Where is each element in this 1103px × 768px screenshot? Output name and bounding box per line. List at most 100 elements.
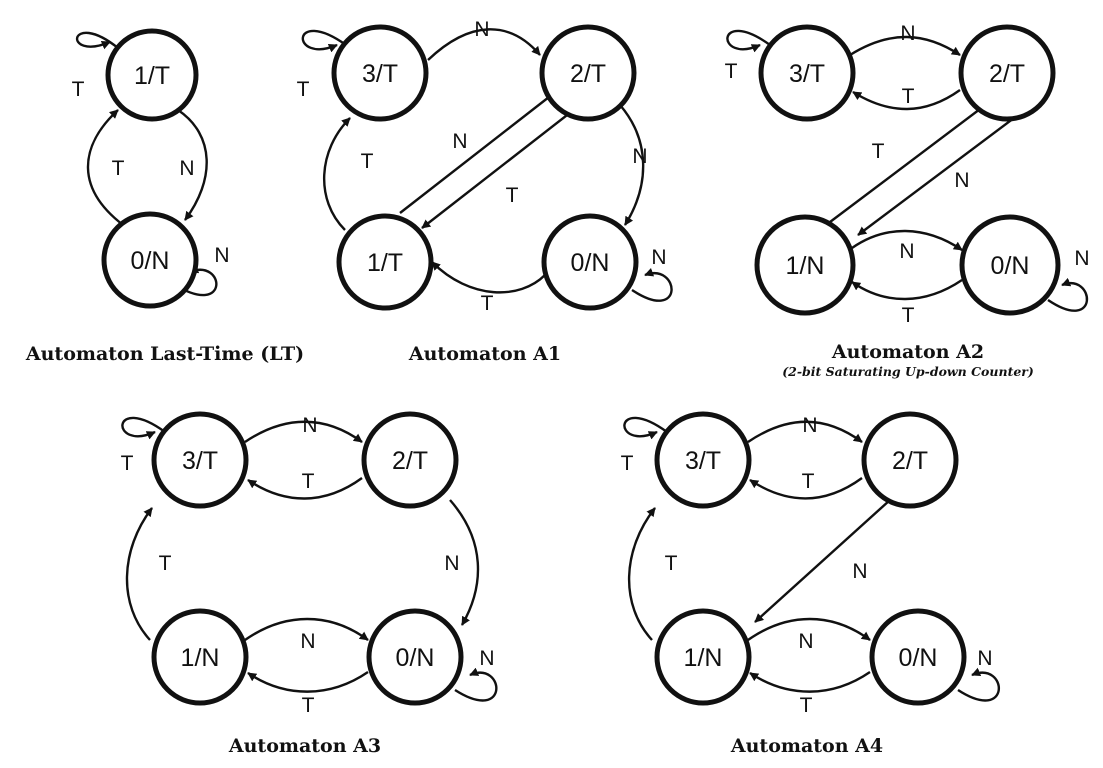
label-a1-3t-2t: N (474, 18, 489, 41)
edge-a4-0n-to-1n (749, 671, 871, 693)
edge-a4-1n-to-0n (747, 617, 871, 641)
label-a2-2t-1n: N (954, 169, 969, 192)
self-loop-lt-1t (76, 31, 119, 50)
label-a4-loop-0n: N (977, 647, 992, 670)
self-loop-a1-3t (301, 29, 347, 53)
label-a4-2t-1n: N (852, 560, 867, 583)
edge-a1-1t-to-2t (399, 89, 559, 214)
state-a4-1n: 1/N (654, 608, 752, 706)
self-loop-a3-3t (121, 416, 166, 440)
state-lt-0n: 0/N (101, 211, 199, 309)
edge-a1-1t-to-3t (323, 117, 351, 231)
automaton-a3: T N T N T N T N 3/T 2/T 1/N 0/N (121, 411, 498, 757)
edge-a4-1n-to-3t (627, 507, 656, 641)
transitions-a1 (301, 28, 673, 302)
transitions-a4 (623, 416, 1001, 702)
state-label: 1/N (181, 644, 220, 672)
self-loop-a4-0n (957, 667, 1001, 702)
edge-a1-0n-to-1t (431, 261, 546, 294)
edge-a4-2t-to-3t (749, 477, 863, 500)
state-a1-3t: 3/T (331, 24, 429, 122)
label-a3-loop-0n: N (479, 647, 494, 670)
label-a3-1n-0n: N (300, 630, 315, 653)
label-a2-1n-0n: N (899, 240, 914, 263)
state-a2-3t: 3/T (758, 24, 856, 122)
edge-a1-3t-to-2t (427, 28, 541, 61)
automaton-title: Automaton A1 (408, 343, 561, 365)
edge-a3-2t-to-0n (449, 499, 480, 626)
automaton-a2: T N T N T N T N 3/T 2/T 1/N 0/N (725, 22, 1090, 379)
state-label: 2/T (570, 60, 606, 88)
label-a4-1n-0n: N (798, 630, 813, 653)
state-label: 3/T (685, 447, 721, 475)
label-a1-loop-0n: N (651, 246, 666, 269)
edge-a3-3t-to-2t (244, 420, 363, 443)
self-loop-a3-0n (454, 667, 498, 702)
edge-a1-2t-to-0n (619, 104, 645, 226)
label-a4-loop-3t: T (621, 452, 634, 475)
label-a3-2t-0n: N (444, 552, 459, 575)
label-a1-loop-3t: T (297, 78, 310, 101)
state-a2-1n: 1/N (754, 214, 856, 316)
label-lt-loop-0n: N (214, 244, 229, 267)
state-label: 0/N (899, 644, 938, 672)
edge-a2-2t-to-1n (857, 111, 1023, 236)
state-lt-1t: 1/T (105, 28, 199, 122)
label-a2-loop-0n: N (1074, 247, 1089, 270)
edge-a3-2t-to-3t (247, 477, 363, 500)
self-loop-a4-3t (623, 416, 668, 440)
edge-a3-1n-to-3t (125, 507, 153, 641)
label-a4-2t-3t: T (802, 470, 815, 493)
edge-a2-1n-to-2t (829, 99, 993, 223)
automaton-title: Automaton Last-Time (LT) (25, 343, 304, 365)
label-a2-2t-3t: T (902, 85, 915, 108)
label-a3-1n-3t: T (159, 552, 172, 575)
label-a3-loop-3t: T (121, 452, 134, 475)
state-label: 1/T (134, 62, 170, 90)
label-a4-1n-3t: T (665, 552, 678, 575)
edge-a2-3t-to-2t (849, 35, 961, 57)
state-label: 3/T (789, 60, 825, 88)
edge-a4-3t-to-2t (747, 420, 863, 443)
edge-lt-1t-to-0n (177, 109, 208, 221)
label-a3-3t-2t: N (302, 414, 317, 437)
state-label: 0/N (991, 252, 1030, 280)
state-a3-0n: 0/N (366, 608, 464, 706)
self-loop-lt-0n (174, 264, 218, 297)
self-loop-a2-0n (1047, 277, 1089, 312)
state-label: 3/T (362, 60, 398, 88)
label-a4-0n-1n: T (800, 694, 813, 717)
label-a2-0n-1n: T (902, 304, 915, 327)
label-a1-2t-1t: T (506, 184, 519, 207)
state-a4-3t: 3/T (654, 411, 752, 509)
label-a3-2t-3t: T (302, 470, 315, 493)
self-loop-a2-3t (726, 29, 771, 53)
edge-a3-0n-to-1n (247, 671, 369, 693)
state-a1-2t: 2/T (539, 24, 637, 122)
state-a3-2t: 2/T (361, 411, 459, 509)
self-loop-a1-0n (631, 267, 673, 302)
automaton-title: Automaton A2 (831, 341, 984, 363)
state-label: 0/N (396, 644, 435, 672)
state-a3-3t: 3/T (151, 411, 249, 509)
label-a2-1n-2t: T (872, 140, 885, 163)
state-a2-2t: 2/T (958, 24, 1056, 122)
state-a2-0n: 0/N (959, 214, 1061, 316)
label-lt-1t-0n: N (179, 157, 194, 180)
state-label: 2/T (392, 447, 428, 475)
state-a4-2t: 2/T (861, 411, 959, 509)
state-label: 3/T (182, 447, 218, 475)
automaton-lt: T N T N 1/T 0/N Automaton Last-Time (LT) (25, 28, 304, 365)
state-a1-0n: 0/N (541, 213, 639, 311)
label-a3-0n-1n: T (302, 694, 315, 717)
edge-a4-2t-to-1n (754, 499, 891, 623)
automaton-title: Automaton A3 (228, 735, 381, 757)
state-label: 1/N (684, 644, 723, 672)
label-lt-0n-1t: T (112, 157, 125, 180)
state-label: 0/N (131, 247, 170, 275)
automaton-title: Automaton A4 (730, 735, 883, 757)
edge-a1-2t-to-1t (421, 104, 581, 229)
state-a4-0n: 0/N (869, 608, 967, 706)
automaton-a4: T N T N T N T N 3/T 2/T 1/N 0/N (621, 411, 1001, 757)
